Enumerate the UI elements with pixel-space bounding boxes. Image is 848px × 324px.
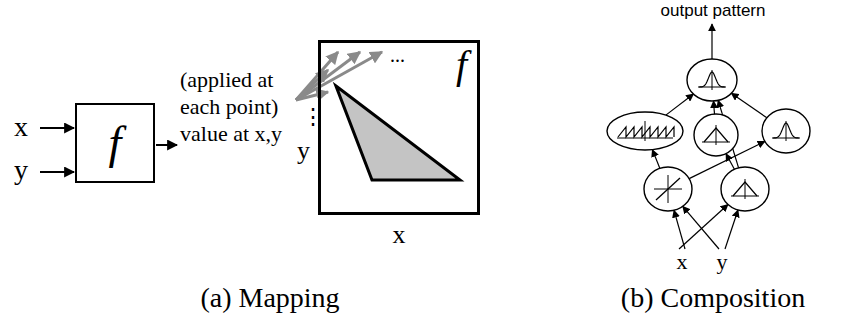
input-arrow — [674, 210, 685, 249]
triangle-pattern — [336, 86, 460, 180]
function-icon — [731, 179, 759, 199]
node-text: f — [109, 120, 122, 166]
function-box: f — [75, 103, 155, 183]
input-label: y — [14, 154, 28, 186]
function-icon — [654, 175, 682, 203]
network-link — [666, 94, 694, 115]
annotation: (applied at each point) value at x,y — [180, 66, 292, 147]
function-node — [694, 114, 738, 156]
input-label: x — [14, 111, 28, 143]
sample-arrow — [296, 70, 328, 100]
function-node — [644, 167, 692, 211]
input-arrow — [725, 210, 738, 249]
function-icon — [772, 121, 800, 141]
function-node — [762, 109, 810, 153]
output-arrow — [156, 144, 177, 146]
function-icon — [702, 125, 730, 145]
axis-label: y — [297, 136, 310, 166]
sample-arrow — [296, 52, 338, 100]
network-link — [713, 101, 715, 114]
sample-arrow — [296, 52, 382, 100]
network-link — [652, 150, 659, 169]
sample-arrow — [296, 92, 328, 100]
input-arrow — [40, 127, 74, 129]
axis-label: x — [393, 220, 406, 250]
function-node — [721, 167, 769, 211]
output-square: f — [318, 40, 480, 215]
ellipsis: ⋮ — [302, 104, 324, 129]
function-icon — [617, 121, 674, 141]
input-arrow — [683, 206, 719, 249]
input-label: x — [677, 249, 688, 274]
function-node — [687, 59, 737, 101]
caption: (b) Composition — [621, 282, 805, 314]
function-icon — [698, 70, 726, 90]
ellipsis: ... — [390, 44, 405, 67]
input-label: y — [717, 249, 728, 274]
network-link — [731, 93, 766, 117]
node-text: f — [456, 45, 467, 85]
caption: (a) Mapping — [200, 282, 339, 314]
sample-arrow — [296, 52, 360, 100]
input-arrow — [40, 171, 74, 173]
function-node — [607, 112, 683, 150]
output-label: output pattern — [661, 1, 766, 21]
network-link — [726, 154, 734, 170]
output-arrow — [711, 24, 712, 59]
input-arrow — [679, 204, 728, 249]
